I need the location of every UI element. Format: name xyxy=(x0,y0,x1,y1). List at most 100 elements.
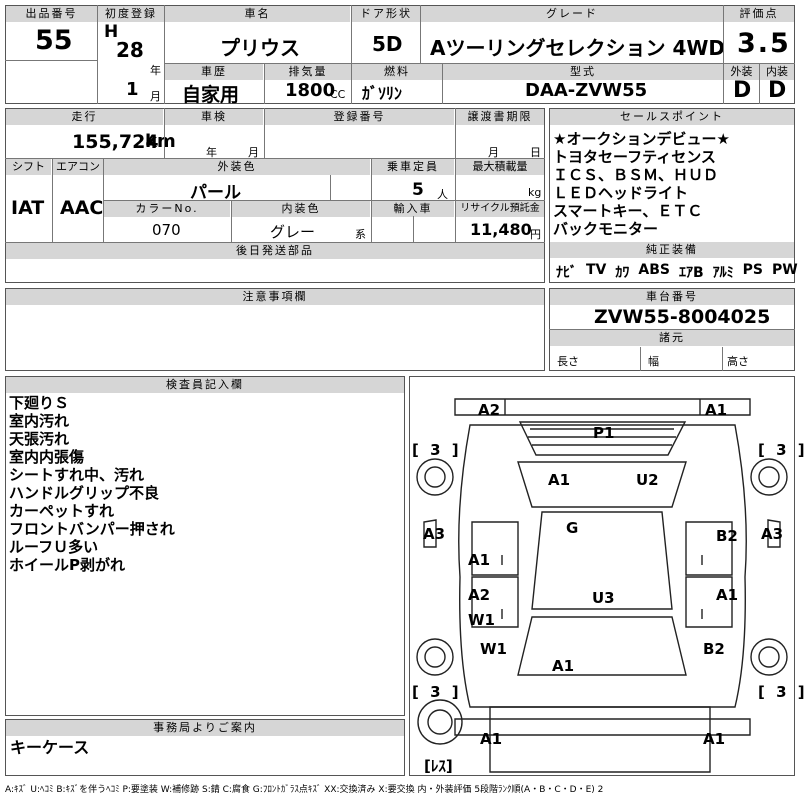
detail-block xyxy=(5,108,545,283)
capacity-unit: 人 xyxy=(437,188,448,201)
inspector-line: 室内内張傷 xyxy=(9,448,85,466)
spare-tire: [ﾚｽ] xyxy=(424,757,453,775)
office-text: キーケース xyxy=(10,738,90,757)
aircon-label: エアコン xyxy=(53,159,103,175)
equipment-item: ｶﾜ xyxy=(615,265,630,281)
mark-right-rear-door: A1 xyxy=(716,586,739,604)
equipment-item: TV xyxy=(586,262,607,278)
fuel: ｶﾞｿﾘﾝ xyxy=(362,84,403,103)
color-no-label: カラーNo. xyxy=(104,201,230,217)
equipment-item: ｴｱB xyxy=(678,265,704,281)
max-load-label: 最大積載量 xyxy=(456,159,544,175)
mark-windshield-left: A1 xyxy=(548,471,571,489)
grade: Aツーリングセレクション 4WD xyxy=(430,36,726,60)
color-no: 070 xyxy=(152,221,181,239)
history-label: 車歴 xyxy=(165,64,263,80)
inspector-label: 検査員記入欄 xyxy=(6,377,404,393)
inspector-notes: 下廻りＳ 室内汚れ 天張汚れ 室内内張傷 シートすれ中、汚れ ハンドルグリップ不… xyxy=(9,394,175,574)
interior-color-label: 内装色 xyxy=(232,201,370,217)
inspector-line: ホイールP剥がれ xyxy=(9,556,125,574)
displacement: 1800 xyxy=(285,80,336,101)
lot-number: 55 xyxy=(35,25,73,56)
grade-label: グレード xyxy=(421,6,723,22)
mark-right-rear-fender: B2 xyxy=(703,640,725,658)
inspector-line: 下廻りＳ xyxy=(9,394,70,412)
score-label: 評価点 xyxy=(724,6,794,22)
sales-point-item: ★オークションデビュー★ xyxy=(553,130,730,148)
model-label: 型式 xyxy=(443,64,723,80)
equipment-list: ﾅﾋﾞ TV ｶﾜ ABS ｴｱB ｱﾙﾐ PS PW xyxy=(556,262,798,282)
office-block xyxy=(5,719,405,776)
sales-point-item: スマートキー、ＥＴＣ xyxy=(553,202,703,220)
recycle-fee: 11,480 xyxy=(470,220,532,239)
displacement-unit: CC xyxy=(330,88,346,101)
model-code: DAA-ZVW55 xyxy=(525,80,648,101)
car-name-label: 車名 xyxy=(165,6,350,22)
mark-left-side: A3 xyxy=(423,525,446,543)
equipment-item: ﾅﾋﾞ xyxy=(556,265,577,281)
registration-year: 28 xyxy=(116,38,144,62)
sales-point-item: バックモニター xyxy=(553,220,659,238)
mark-left-rear-door: A2 xyxy=(468,586,491,604)
sales-point-list: ★オークションデビュー★ トヨタセーフティセンス ＩＣＳ、ＢＳＭ、ＨＵＤ ＬＥＤ… xyxy=(553,130,793,238)
sales-point-item: トヨタセーフティセンス xyxy=(553,148,716,166)
office-label: 事務局よりご案内 xyxy=(6,720,404,736)
sales-point-item: ＬＥＤヘッドライト xyxy=(553,184,689,202)
tire-rear-right: [ 3 ] xyxy=(758,683,808,701)
mark-roof: G xyxy=(566,519,579,537)
inspector-line: フロントバンパー押され xyxy=(9,520,175,538)
mark-rear-right: A1 xyxy=(703,730,726,748)
transfer-day: 日 xyxy=(530,146,541,159)
damage-diagram: A2 A1 P1 A1 U2 G A3 A3 A1 B2 A2 W1 A1 U3… xyxy=(409,376,805,776)
color-label: 外装色 xyxy=(104,159,370,175)
spec-label: 諸元 xyxy=(550,330,794,346)
mark-windshield-right: U2 xyxy=(636,471,659,489)
mileage: 155,724 xyxy=(72,131,159,153)
spec-length: 長さ xyxy=(557,355,579,368)
mark-left-front-door: A1 xyxy=(468,551,491,569)
inspector-line: カーペットすれ xyxy=(9,502,115,520)
door-type: 5D xyxy=(372,32,403,56)
equipment-item: ABS xyxy=(638,262,670,278)
fuel-label: 燃料 xyxy=(352,64,442,80)
year-unit: 年 xyxy=(150,64,161,77)
interior-color: グレー xyxy=(270,223,316,241)
car-outline xyxy=(416,398,788,773)
mileage-label: 走行 xyxy=(6,109,163,125)
recycle-label: リサイクル預託金 xyxy=(456,201,544,217)
inspection-year: 年 xyxy=(206,146,217,159)
import-label: 輸入車 xyxy=(372,201,454,217)
first-registration-label: 初度登録 xyxy=(98,6,164,22)
notes-block xyxy=(5,288,545,371)
car-name: プリウス xyxy=(220,36,300,60)
month-unit: 月 xyxy=(150,90,161,103)
mark-roof-rear: U3 xyxy=(592,589,615,607)
inspector-line: ルーフＵ多い xyxy=(9,538,99,556)
mark-right-front-door: B2 xyxy=(716,527,738,545)
sales-block xyxy=(549,108,795,283)
door-type-label: ドア形状 xyxy=(352,6,420,22)
shift-label: シフト xyxy=(6,159,51,175)
inspector-line: シートすれ中、汚れ xyxy=(9,466,145,484)
lot-number-label: 出品番号 xyxy=(6,6,97,22)
equipment-item: PS xyxy=(742,262,763,278)
mark-front-left: A2 xyxy=(478,401,501,419)
spec-width: 幅 xyxy=(648,355,659,368)
equipment-label: 純正装備 xyxy=(550,242,794,258)
registration-no-label: 登録番号 xyxy=(265,109,454,125)
mark-rear-window: A1 xyxy=(552,657,575,675)
era-letter: H xyxy=(104,22,119,42)
equipment-item: ｱﾙﾐ xyxy=(712,265,734,281)
interior-grade: D xyxy=(768,78,787,103)
transfer-month: 月 xyxy=(488,146,499,159)
spec-height: 高さ xyxy=(727,355,749,368)
inspection-month: 月 xyxy=(248,146,259,159)
tire-front-left: [ 3 ] xyxy=(412,441,462,459)
mark-front-right: A1 xyxy=(705,401,728,419)
mark-right-side: A3 xyxy=(761,525,784,543)
chassis-no-label: 車台番号 xyxy=(550,289,794,305)
notes-label: 注意事項欄 xyxy=(6,289,544,305)
recycle-unit: 円 xyxy=(530,228,541,241)
overall-score: 3.5 xyxy=(737,28,791,59)
mark-left-rear-fender: W1 xyxy=(480,640,507,658)
